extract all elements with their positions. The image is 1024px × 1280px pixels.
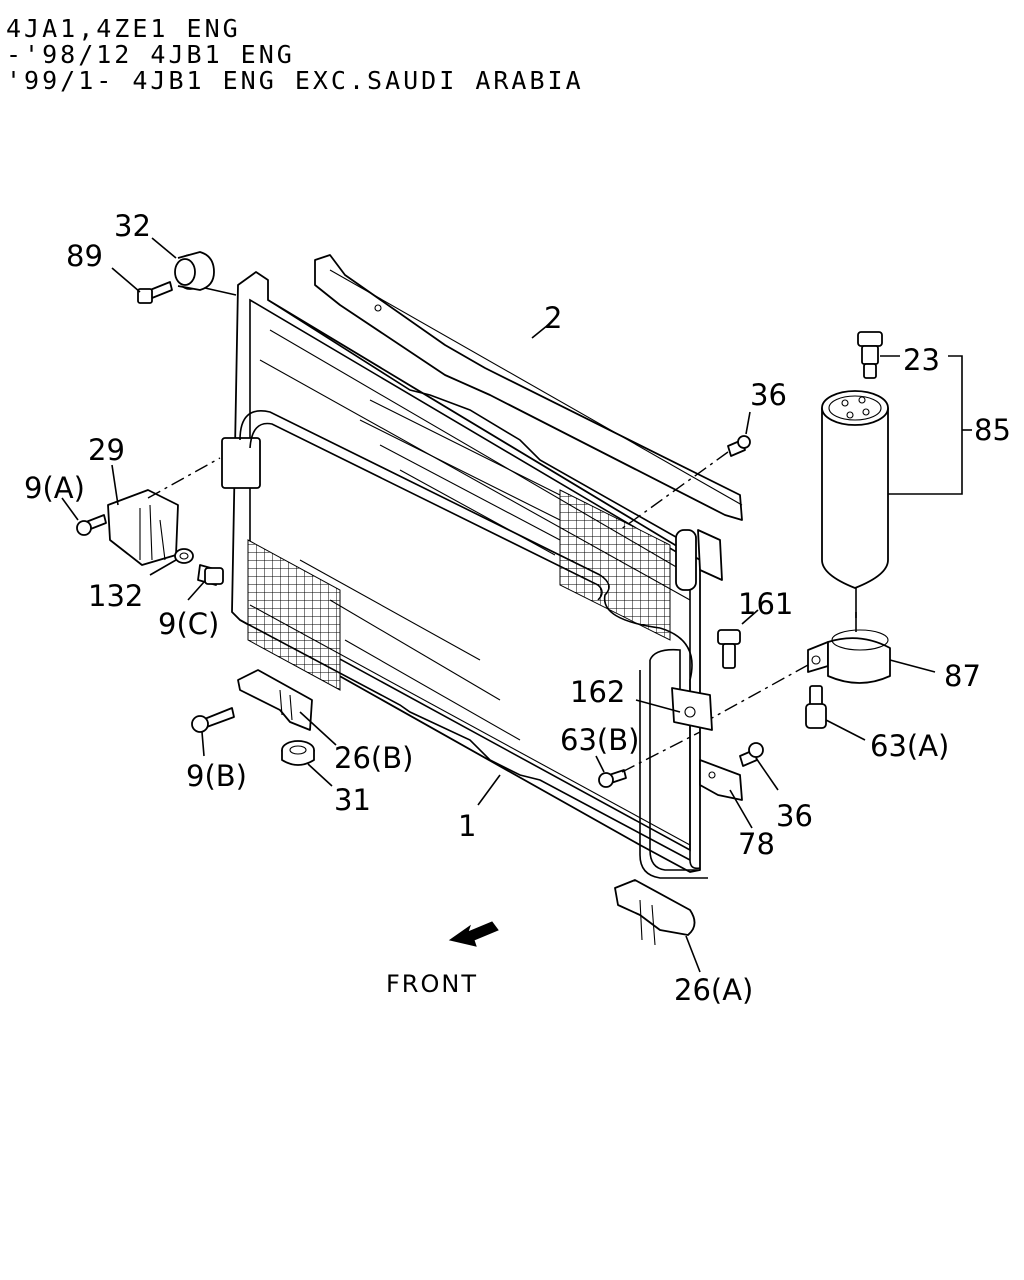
callout-9a: 9(A) xyxy=(24,471,85,505)
callout-89: 89 xyxy=(66,239,103,273)
grommet-part-31 xyxy=(281,740,333,787)
bracket-part-26b xyxy=(237,669,337,746)
callout-1: 1 xyxy=(458,809,476,843)
callout-36-bottom: 36 xyxy=(776,799,813,833)
callout-85: 85 xyxy=(974,413,1011,447)
bracket-part-78 xyxy=(699,759,753,829)
callout-162: 162 xyxy=(570,675,625,709)
bolt-part-63b xyxy=(595,731,701,788)
callout-36-top: 36 xyxy=(750,378,787,412)
front-label: FRONT xyxy=(386,970,478,998)
callout-31: 31 xyxy=(334,783,371,817)
bolt-part-63a xyxy=(805,685,866,741)
seal-part-2 xyxy=(314,254,743,521)
mount-part-32 xyxy=(151,237,237,296)
bolt-part-36-top xyxy=(619,411,751,531)
bolt-part-89 xyxy=(111,267,173,304)
header-line-2: -'98/12 4JB1 ENG xyxy=(6,40,295,69)
bolt-part-9c xyxy=(187,564,224,601)
callout-63b: 63(B) xyxy=(560,723,639,757)
callout-32: 32 xyxy=(114,209,151,243)
bolt-part-9a xyxy=(61,497,107,536)
bolt-part-36-bottom xyxy=(739,742,779,791)
callout-87: 87 xyxy=(944,659,981,693)
bracket-85-group-line xyxy=(888,355,972,495)
callout-26a: 26(A) xyxy=(674,973,753,1007)
plug-part-23 xyxy=(857,331,900,379)
callout-9b: 9(B) xyxy=(186,759,247,793)
receiver-dryer-part-85 xyxy=(821,390,889,618)
callout-2: 2 xyxy=(544,301,562,335)
bracket-part-29 xyxy=(107,457,221,566)
bolt-part-161 xyxy=(717,609,759,669)
bolt-part-9b xyxy=(191,707,235,757)
clamp-part-87 xyxy=(711,612,936,719)
front-arrow-icon xyxy=(448,921,499,947)
callout-161: 161 xyxy=(738,587,793,621)
callout-63a: 63(A) xyxy=(870,729,949,763)
washer-part-132 xyxy=(149,548,194,576)
callout-29: 29 xyxy=(88,433,125,467)
callout-26b: 26(B) xyxy=(334,741,413,775)
bracket-part-26a xyxy=(614,879,701,973)
condenser-part-1 xyxy=(221,271,723,879)
header-line-1: 4JA1,4ZE1 ENG xyxy=(6,14,241,43)
callout-78: 78 xyxy=(738,827,775,861)
callout-9c: 9(C) xyxy=(158,607,219,641)
header-line-3: '99/1- 4JB1 ENG EXC.SAUDI ARABIA xyxy=(6,66,584,95)
bracket-part-162 xyxy=(635,699,681,713)
callout-23: 23 xyxy=(903,343,940,377)
callout-132: 132 xyxy=(88,579,143,613)
